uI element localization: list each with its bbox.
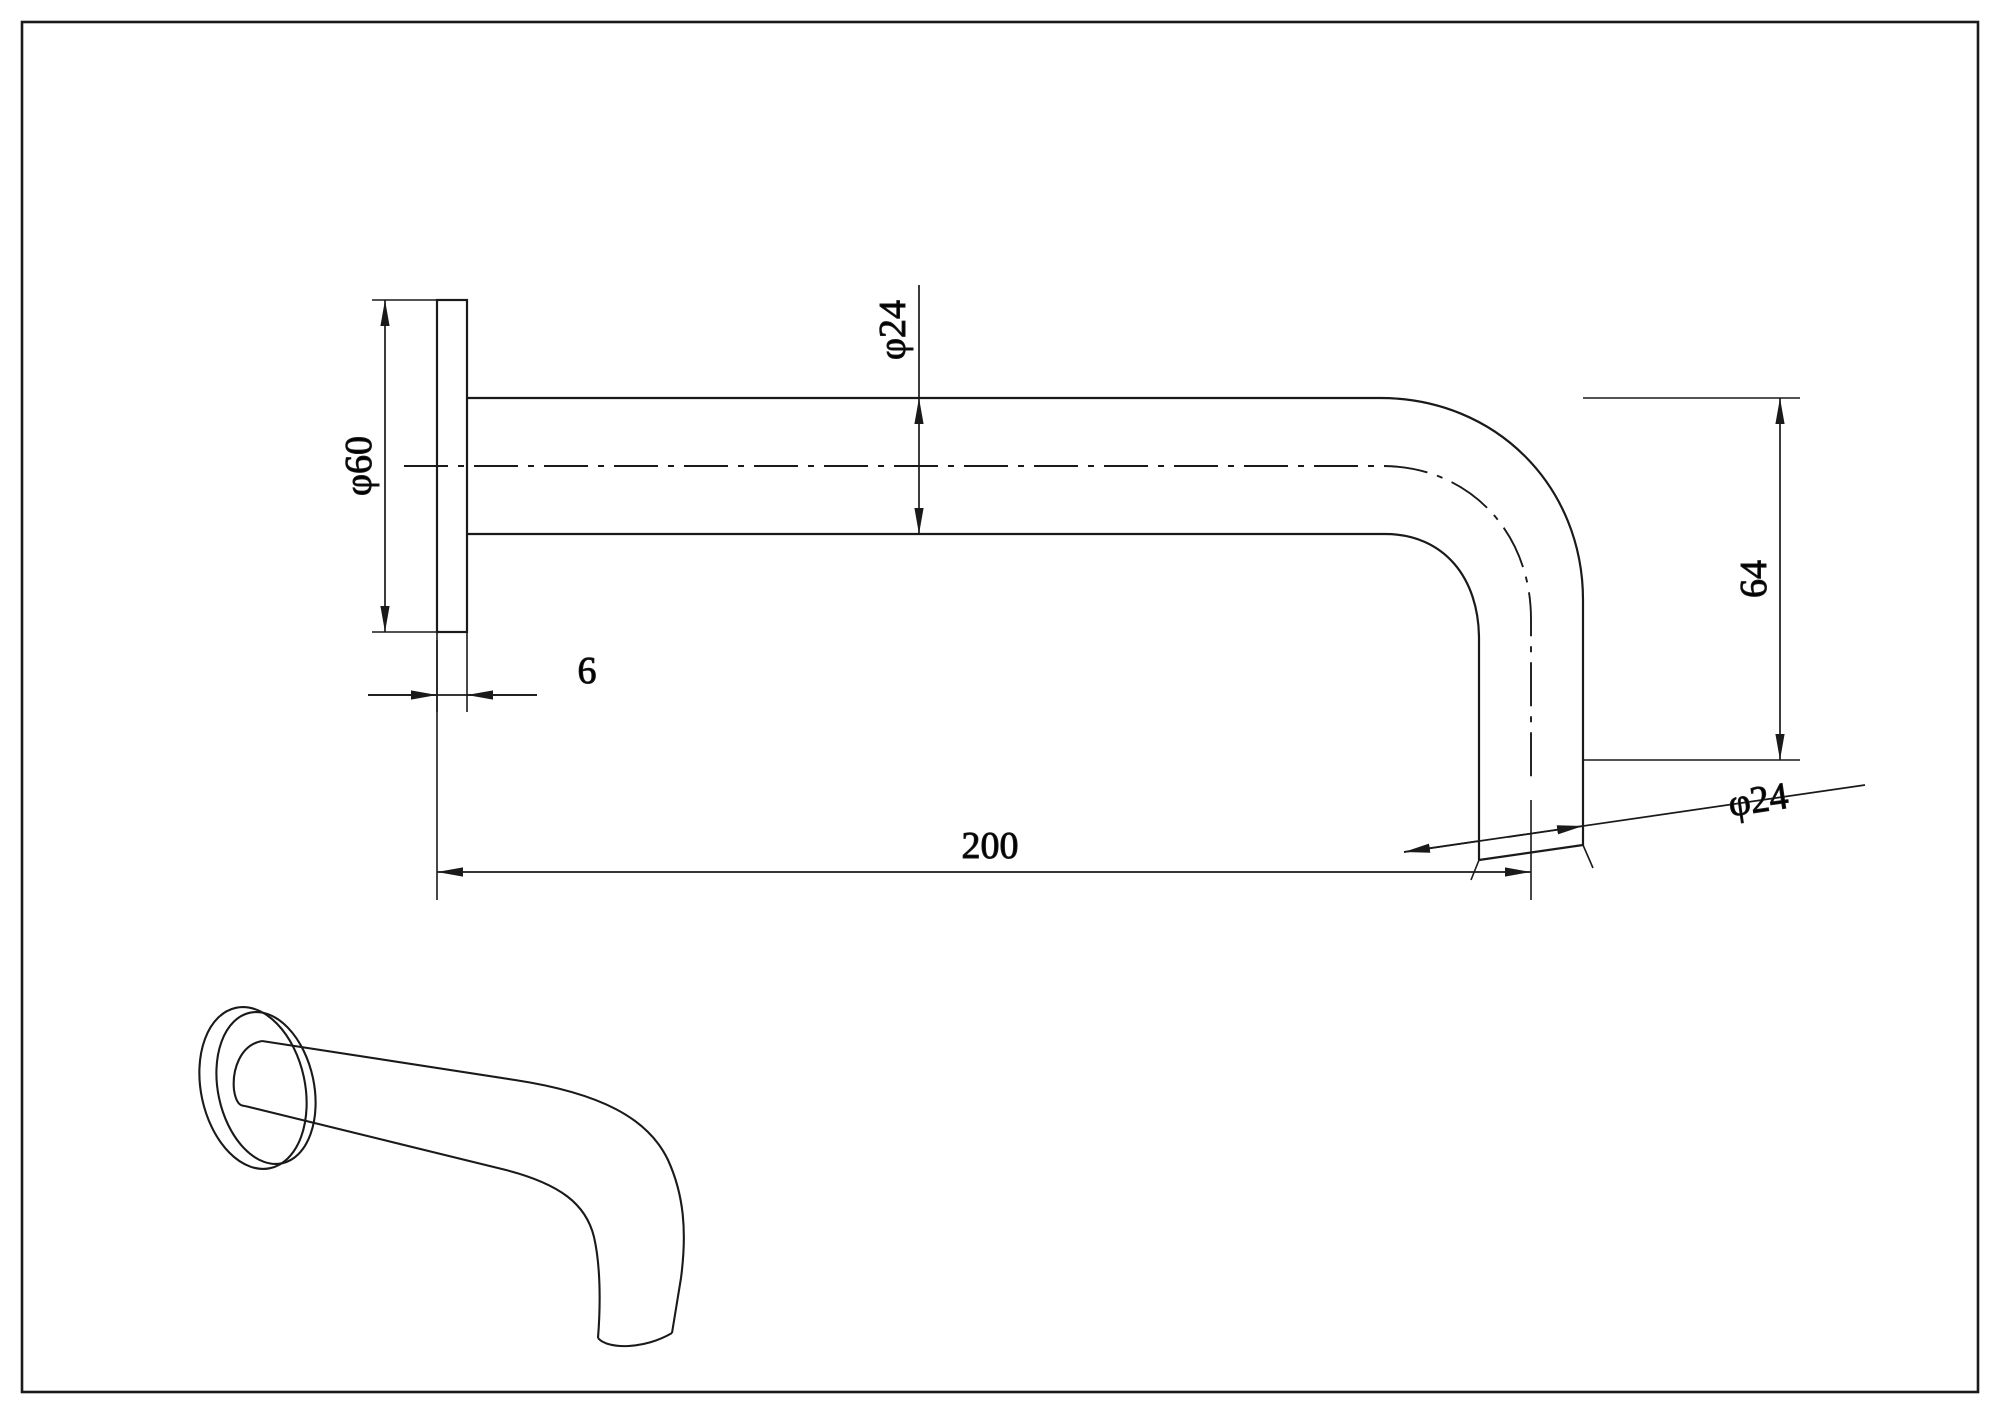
spout-body-outline — [467, 396, 1585, 862]
dimension-projection-length: 200 — [436, 640, 1532, 900]
sheet-border — [20, 20, 1980, 1394]
dimension-drop-height: 64 — [1583, 397, 1800, 761]
iso-flange-outer — [198, 1006, 308, 1170]
dimension-label-tube-diameter: φ24 — [872, 300, 914, 360]
dimension-outlet-diameter: φ24 — [1403, 775, 1866, 881]
dimension-label-projection-length: 200 — [962, 825, 1019, 867]
centerline — [404, 465, 1532, 786]
dimension-tube-diameter: φ24 — [872, 285, 924, 534]
dimension-label-outlet-diameter: φ24 — [1726, 775, 1791, 825]
isometric-view — [198, 1006, 685, 1348]
iso-outlet-face — [597, 1332, 673, 1348]
iso-tube-bottom — [244, 1104, 601, 1339]
iso-tube-root — [232, 1039, 263, 1108]
dimension-label-flange-thickness: 6 — [578, 650, 597, 692]
iso-flange-rim — [215, 1010, 317, 1166]
iso-tube-top — [261, 1039, 685, 1334]
dimension-flange-diameter: φ60 — [338, 299, 437, 633]
dimension-flange-thickness: 6 — [368, 560, 597, 712]
dimension-label-drop-height: 64 — [1733, 560, 1775, 598]
dimension-label-flange-diameter: φ60 — [338, 436, 380, 496]
